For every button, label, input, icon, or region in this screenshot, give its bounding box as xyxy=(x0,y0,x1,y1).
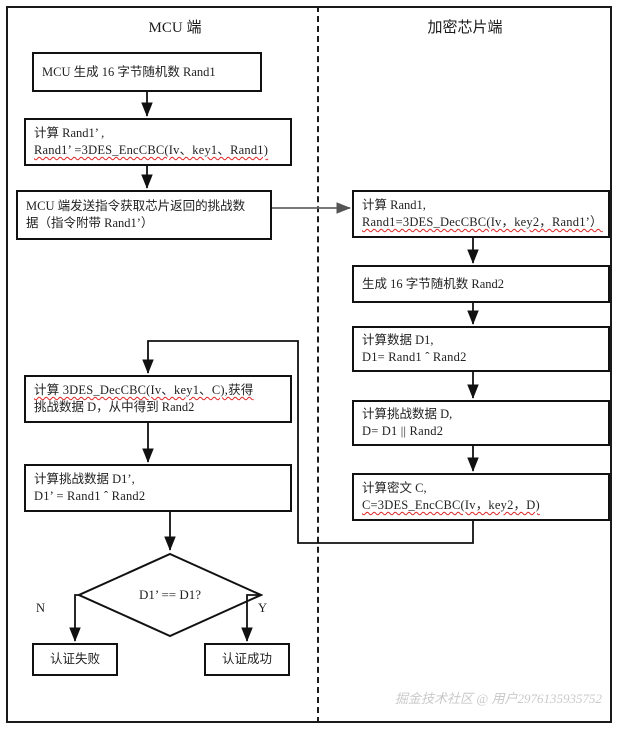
right-step-encrypt-c[interactable]: 计算密文 C, C=3DES_EncCBC(Iv，key2，D) xyxy=(352,473,610,521)
left-step-send-command-line2: 据（指令附带 Rand1’） xyxy=(26,216,154,230)
left-step-compute-rand1-prime-line1: 计算 Rand1’ , xyxy=(34,126,105,140)
left-step-send-command-line1: MCU 端发送指令获取芯片返回的挑战数 xyxy=(26,199,246,213)
right-step-encrypt-c-line1: 计算密文 C, xyxy=(362,481,427,495)
left-step-compute-d1-prime-line1: 计算挑战数据 D1’, xyxy=(34,472,135,486)
branch-label-yes: Y xyxy=(258,601,268,615)
right-step-decrypt-rand1-line1: 计算 Rand1, xyxy=(362,198,426,212)
outer-frame xyxy=(6,6,612,723)
branch-label-no: N xyxy=(36,601,46,615)
right-step-decrypt-rand1[interactable]: 计算 Rand1, Rand1=3DES_DecCBC(Iv，key2，Rand… xyxy=(352,190,610,238)
decision-label: D1’ == D1? xyxy=(138,587,202,602)
left-step-generate-rand1[interactable]: MCU 生成 16 字节随机数 Rand1 xyxy=(32,52,262,92)
right-step-compute-challenge-d-line2: D= D1 || Rand2 xyxy=(362,424,444,438)
right-step-compute-d1-line1: 计算数据 D1, xyxy=(362,333,434,347)
right-step-compute-challenge-d-line1: 计算挑战数据 D, xyxy=(362,407,453,421)
left-step-decrypt-challenge-line1: 计算 3DES_DecCBC(Iv、key1、C),获得 xyxy=(34,383,254,397)
right-step-compute-challenge-d[interactable]: 计算挑战数据 D, D= D1 || Rand2 xyxy=(352,400,610,446)
right-step-generate-rand2-line1: 生成 16 字节随机数 Rand2 xyxy=(362,276,505,291)
decision-diamond-shape xyxy=(77,552,263,638)
column-divider xyxy=(317,6,319,723)
left-step-decrypt-challenge-line2: 挑战数据 D，从中得到 Rand2 xyxy=(34,400,195,414)
column-title-secure-chip: 加密芯片端 xyxy=(427,20,503,36)
right-step-generate-rand2[interactable]: 生成 16 字节随机数 Rand2 xyxy=(352,265,610,303)
left-step-compute-rand1-prime[interactable]: 计算 Rand1’ , Rand1’ =3DES_EncCBC(Iv、key1、… xyxy=(24,118,292,166)
result-auth-failed-label: 认证失败 xyxy=(49,652,100,666)
left-step-compute-rand1-prime-line2: Rand1’ =3DES_EncCBC(Iv、key1、Rand1) xyxy=(34,143,269,157)
watermark-text: 掘金技术社区 @ 用户2976135935752 xyxy=(395,691,602,706)
left-step-decrypt-challenge[interactable]: 计算 3DES_DecCBC(Iv、key1、C),获得 挑战数据 D，从中得到… xyxy=(24,375,292,423)
result-auth-failed[interactable]: 认证失败 xyxy=(32,643,118,676)
left-step-compute-d1-prime-line2: D1’ = Rand1 ˆ Rand2 xyxy=(34,489,146,503)
result-auth-success[interactable]: 认证成功 xyxy=(204,643,290,676)
right-step-compute-d1[interactable]: 计算数据 D1, D1= Rand1 ˆ Rand2 xyxy=(352,326,610,372)
column-title-mcu: MCU 端 xyxy=(148,20,202,36)
right-step-compute-d1-line2: D1= Rand1 ˆ Rand2 xyxy=(362,350,467,364)
right-step-encrypt-c-line2: C=3DES_EncCBC(Iv，key2，D) xyxy=(362,498,540,512)
right-step-decrypt-rand1-line2: Rand1=3DES_DecCBC(Iv，key2，Rand1’） xyxy=(362,215,603,229)
left-step-send-command[interactable]: MCU 端发送指令获取芯片返回的挑战数 据（指令附带 Rand1’） xyxy=(16,190,272,240)
result-auth-success-label: 认证成功 xyxy=(221,652,272,666)
left-step-compute-d1-prime[interactable]: 计算挑战数据 D1’, D1’ = Rand1 ˆ Rand2 xyxy=(24,464,292,512)
decision-d1-compare[interactable]: D1’ == D1? xyxy=(77,552,263,638)
left-step-generate-rand1-line1: MCU 生成 16 字节随机数 Rand1 xyxy=(42,64,216,79)
